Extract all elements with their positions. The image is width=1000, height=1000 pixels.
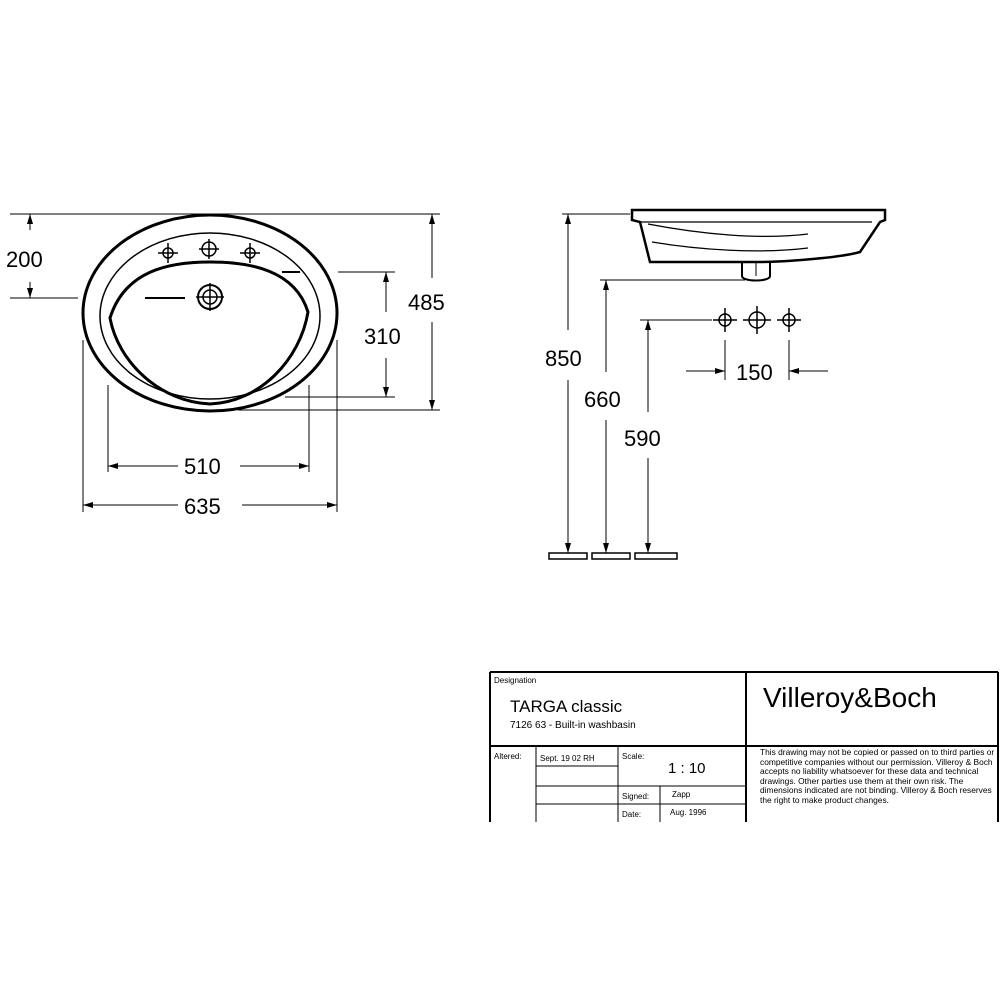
product-code: 7126 63 - Built-in washbasin [510,720,636,731]
dim-850: 850 [545,346,582,371]
overflow-icon [713,308,737,332]
drain-outlet [741,262,771,282]
date-value: Aug. 1996 [670,808,707,817]
dim-310: 310 [364,324,401,349]
altered-label: Altered: [494,752,522,761]
designation-label: Designation [494,676,537,685]
overflow-icon [743,306,771,334]
scale-label: Scale: [622,752,645,761]
drain-icon [196,283,224,311]
plan-view: 200 485 310 510 635 [6,213,445,519]
basin-inner-rim [99,232,321,400]
brand-logo: Villeroy&Boch [763,682,937,713]
signed-label: Signed: [622,792,650,801]
altered-value: Sept. 19 02 RH [540,754,595,763]
tap-hole-cross-icon [199,239,219,259]
dim-510: 510 [184,454,221,479]
title-block-frame [489,671,999,822]
dim-200: 200 [6,247,43,272]
basin-section [630,208,887,264]
dim-150: 150 [736,360,773,385]
basin-bowl-edge [108,260,310,406]
copyright-notice: This drawing may not be copied or passed… [760,747,995,805]
dim-635: 635 [184,494,221,519]
product-name: TARGA classic [510,697,623,716]
elevation-view: 850 660 590 150 [545,208,887,560]
signed-value: Zapp [672,790,691,799]
dim-590: 590 [624,426,661,451]
tap-hole-cross-icon [158,243,178,263]
tap-hole-cross-icon [240,243,260,263]
overflow-icon [777,308,801,332]
dim-660: 660 [584,387,621,412]
basin-outer-rim [81,213,339,413]
date-label: Date: [622,810,642,819]
scale-value: 1 : 10 [668,760,706,777]
dim-485: 485 [408,290,445,315]
